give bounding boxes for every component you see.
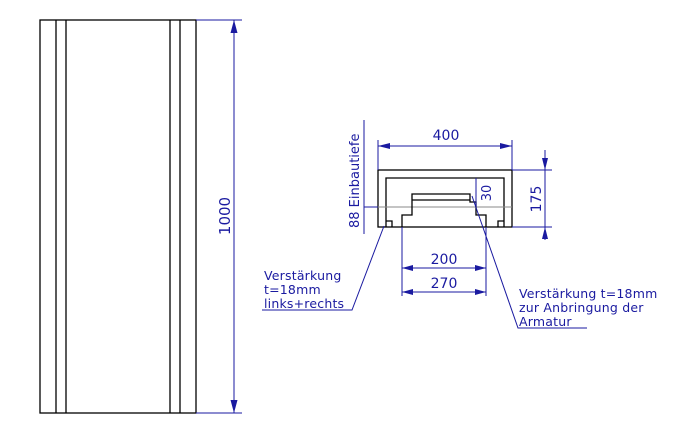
arrow-bottom — [230, 400, 238, 413]
arrow-top — [230, 20, 238, 33]
section-view — [377, 169, 513, 228]
right-note-line1: Verstärkung t=18mm — [519, 286, 657, 301]
inner-profile — [401, 193, 487, 227]
installation-depth-dimension: 88 Einbautiefe — [348, 120, 378, 234]
section-outline — [377, 169, 513, 228]
height-dimension: 1000 — [196, 19, 242, 414]
right-note: Verstärkung t=18mm zur Anbringung der Ar… — [519, 286, 657, 329]
small-dimension: 30 — [475, 178, 495, 208]
right-reinforcement-corner — [497, 220, 504, 227]
front-view-outline — [39, 19, 197, 414]
left-note: Verstärkung t=18mm links+rechts — [264, 268, 344, 311]
arrow-inner-left — [402, 265, 413, 271]
height-label: 1000 — [216, 197, 234, 235]
arrow-depth-top — [542, 158, 548, 170]
inner-width-label: 200 — [431, 252, 458, 268]
arrow-outer-right — [475, 289, 486, 295]
front-view — [39, 19, 197, 414]
left-note-line2: t=18mm — [264, 282, 321, 297]
right-note-line2: zur Anbringung der — [519, 300, 644, 315]
left-note-leader — [262, 225, 385, 311]
arrow-right — [500, 143, 512, 149]
depth-dimension: 175 — [512, 150, 552, 240]
width-dimension: 400 — [377, 128, 513, 170]
installation-depth-label: 88 Einbautiefe — [348, 134, 363, 228]
outer-inner-width-label: 270 — [431, 276, 458, 292]
left-note-line1: Verstärkung — [264, 268, 341, 283]
arrow-left — [378, 143, 390, 149]
right-note-leader — [471, 195, 587, 329]
arrow-depth-bottom — [542, 227, 548, 239]
section-inner-wall — [385, 177, 505, 227]
arrow-outer-left — [402, 289, 413, 295]
depth-label: 175 — [529, 186, 545, 213]
small-label: 30 — [480, 185, 495, 202]
inner-width-dimension: 200 — [401, 227, 487, 296]
left-note-line3: links+rechts — [264, 296, 344, 311]
arrow-inner-right — [475, 265, 486, 271]
width-label: 400 — [433, 128, 460, 144]
right-note-line3: Armatur — [519, 314, 572, 329]
outer-inner-width-dimension: 270 — [402, 276, 486, 295]
left-reinforcement-corner — [386, 220, 393, 227]
